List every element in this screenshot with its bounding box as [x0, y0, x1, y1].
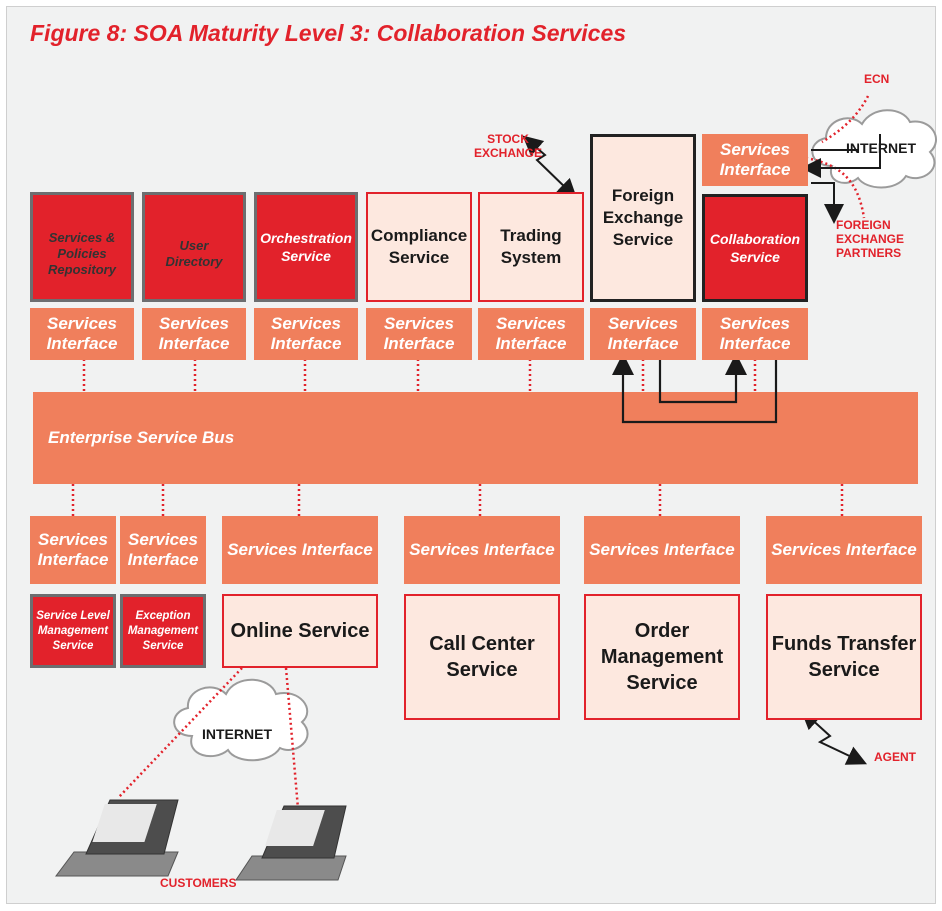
enterprise-service-bus	[33, 392, 918, 484]
services-interface: Services Interface	[366, 308, 472, 360]
figure-title: Figure 8: SOA Maturity Level 3: Collabor…	[30, 20, 627, 46]
ecn-label: ECN	[864, 72, 890, 86]
services-interface: Services Interface	[120, 516, 206, 584]
user-directory-label: User Directory	[165, 238, 223, 269]
fx-collaboration-arrows	[612, 353, 778, 424]
funds-transfer-service: Funds Transfer Service	[766, 594, 922, 720]
repository-box	[30, 192, 134, 302]
top-bus-connectors	[82, 359, 757, 392]
repository-label: Services & Policies Repository	[48, 230, 116, 277]
trading-system: Trading System	[478, 192, 584, 302]
user-directory-box	[142, 192, 246, 302]
order-management-service: Order Management Service	[584, 594, 740, 720]
bottom-bus-connectors	[71, 484, 844, 516]
internet-arrows	[801, 134, 881, 224]
services-interface: Services Interface	[222, 516, 378, 584]
orchestration-service: Orchestration Service	[254, 192, 358, 302]
stock-exchange-link	[522, 135, 578, 199]
ecn-link	[821, 95, 870, 144]
exception-management-service: Exception Management Service	[120, 594, 206, 668]
customers-label: CUSTOMERS	[160, 876, 237, 890]
service-level-management-service: Service Level Management Service	[30, 594, 116, 668]
agent-link	[800, 709, 868, 765]
internet-label-bottom: INTERNET	[202, 726, 272, 742]
internet-cloud-bottom	[173, 678, 309, 762]
services-interface: Services Interface	[590, 308, 696, 360]
fx-partners-label: FOREIGN EXCHANGE PARTNERS	[836, 218, 905, 260]
call-center-service: Call Center Service	[404, 594, 560, 720]
services-interface: Services Interface	[478, 308, 584, 360]
services-interface: Services Interface	[766, 516, 922, 584]
compliance-service: Compliance Service	[366, 192, 472, 302]
services-interface: Services Interface	[702, 308, 808, 360]
online-service: Online Service	[222, 594, 378, 668]
laptop-icon	[235, 805, 347, 881]
agent-label: AGENT	[874, 750, 916, 764]
services-interface: Services Interface	[584, 516, 740, 584]
foreign-exchange-service: Foreign Exchange Service	[590, 134, 696, 302]
services-interface: Services Interface	[30, 308, 134, 360]
internet-label-top: INTERNET	[846, 140, 916, 156]
services-interface: Services Interface	[404, 516, 560, 584]
services-interface: Services Interface	[142, 308, 246, 360]
collaboration-service: Collaboration Service	[702, 194, 808, 302]
external-services-interface: Services Interface	[702, 134, 808, 186]
services-interface: Services Interface	[30, 516, 116, 584]
laptop-icon	[55, 799, 179, 877]
services-interface: Services Interface	[254, 308, 358, 360]
esb-label: Enterprise Service Bus	[48, 428, 235, 447]
stock-exchange-label: STOCK EXCHANGE	[473, 132, 542, 160]
